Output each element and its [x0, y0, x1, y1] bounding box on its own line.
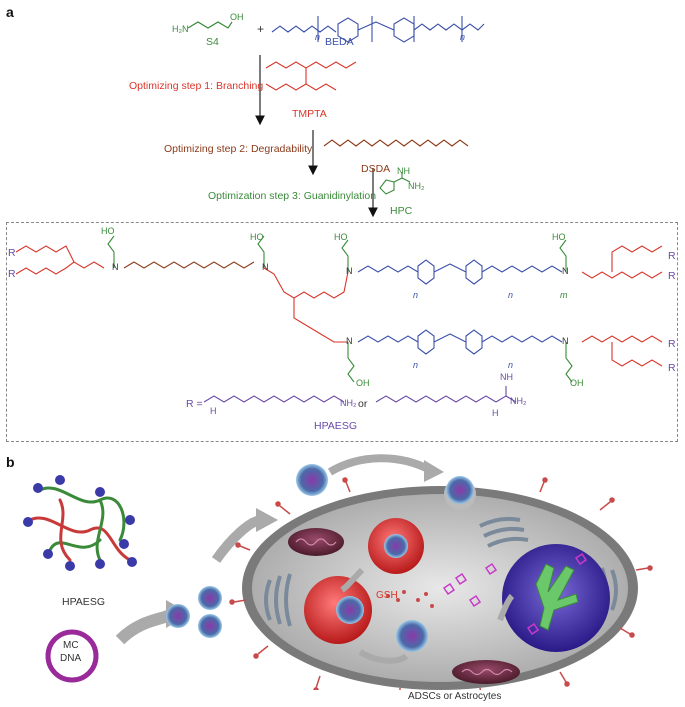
- r-guanidine-nh2-label: NH₂: [510, 396, 527, 406]
- s4-amine-label: H₂N: [172, 24, 189, 34]
- tmpta-structure: [265, 61, 357, 91]
- beda-n-left: n: [315, 32, 321, 42]
- step-1-label: Optimizing step 1: Branching: [129, 80, 264, 92]
- hpc-name: HPC: [390, 205, 413, 217]
- polymer-structure-box: [6, 222, 678, 442]
- dna-label: DNA: [60, 653, 82, 664]
- step-2-label: Optimizing step 2: Degradability: [164, 143, 313, 155]
- tmpta-name: TMPTA: [292, 108, 327, 120]
- hpc-structure: [379, 172, 411, 195]
- polymer-n-3: n: [413, 360, 419, 370]
- hpaesg-name-a: HPAESG: [314, 420, 357, 432]
- beda-structure: [271, 16, 485, 43]
- polymer-n-4: n: [508, 360, 514, 370]
- r-label-lower-right-2: R: [668, 362, 676, 374]
- r-definition-label: R =: [186, 398, 203, 410]
- n-atom-6: N: [562, 336, 569, 346]
- n-atom-1: N: [112, 262, 119, 272]
- panel-a-letter: a: [6, 4, 14, 20]
- hpaesg-label-b: HPAESG: [62, 596, 105, 608]
- gsh-label: GSH: [376, 590, 398, 601]
- r-nh-label: H: [210, 406, 217, 416]
- hpc-nh-label: NH: [397, 166, 410, 176]
- r-label-top-right: R: [668, 250, 676, 262]
- chromatin: [535, 563, 579, 631]
- reaction-arrows: [255, 55, 378, 218]
- hpaesg-end-groups: [23, 475, 137, 571]
- ho-label-2: HO: [250, 232, 264, 242]
- n-atom-4: N: [562, 266, 569, 276]
- mitochondrion-2: [452, 660, 520, 684]
- r-label-mid-left: R: [8, 268, 16, 280]
- r-label-lower-right-1: R: [668, 338, 676, 350]
- beda-n-right: n: [460, 32, 466, 42]
- n-atom-2: N: [262, 262, 269, 272]
- s4-name: S4: [206, 36, 219, 48]
- oh-label-2: OH: [570, 378, 584, 388]
- polymer-n-2: n: [508, 290, 514, 300]
- oh-label-1: OH: [356, 378, 370, 388]
- free-nanoparticles: [166, 586, 222, 638]
- r-label-top-left: R: [8, 247, 16, 259]
- n-atom-5: N: [346, 336, 353, 346]
- n-atom-3: N: [346, 266, 353, 276]
- r-label-mid-right: R: [668, 270, 676, 282]
- ho-label-1: HO: [101, 226, 115, 236]
- mc-dna-ring: [45, 629, 99, 683]
- beda-name: BEDA: [325, 36, 354, 48]
- cell-type-label: ADSCs or Astrocytes: [408, 691, 502, 702]
- polymer-m: m: [560, 290, 568, 300]
- dsda-structure: [323, 139, 469, 147]
- r-guanidine-nh-label: NH: [500, 372, 513, 382]
- r-guanidine-h-label: H: [492, 408, 499, 418]
- hpc-nh2-label: NH₂: [408, 181, 425, 191]
- panel-b-letter: b: [6, 454, 15, 470]
- plus-sign: +: [257, 22, 265, 36]
- panel-b-illustration: [23, 454, 653, 690]
- s4-structure: [187, 21, 233, 29]
- s4-oh-label: OH: [230, 12, 244, 22]
- polymer-n-1: n: [413, 290, 419, 300]
- ho-label-4: HO: [552, 232, 566, 242]
- hpaesg-polymer-structure: [15, 235, 663, 403]
- dsda-name: DSDA: [361, 163, 391, 175]
- hpaesg-network: [28, 486, 132, 562]
- membrane-receptors: [229, 477, 653, 690]
- step-3-label: Optimization step 3: Guanidinylation: [208, 190, 377, 202]
- ho-label-3: HO: [334, 232, 348, 242]
- r-nh2-label: NH₂: [340, 398, 357, 408]
- mc-label: MC: [63, 640, 79, 651]
- r-or-label: or: [358, 398, 368, 410]
